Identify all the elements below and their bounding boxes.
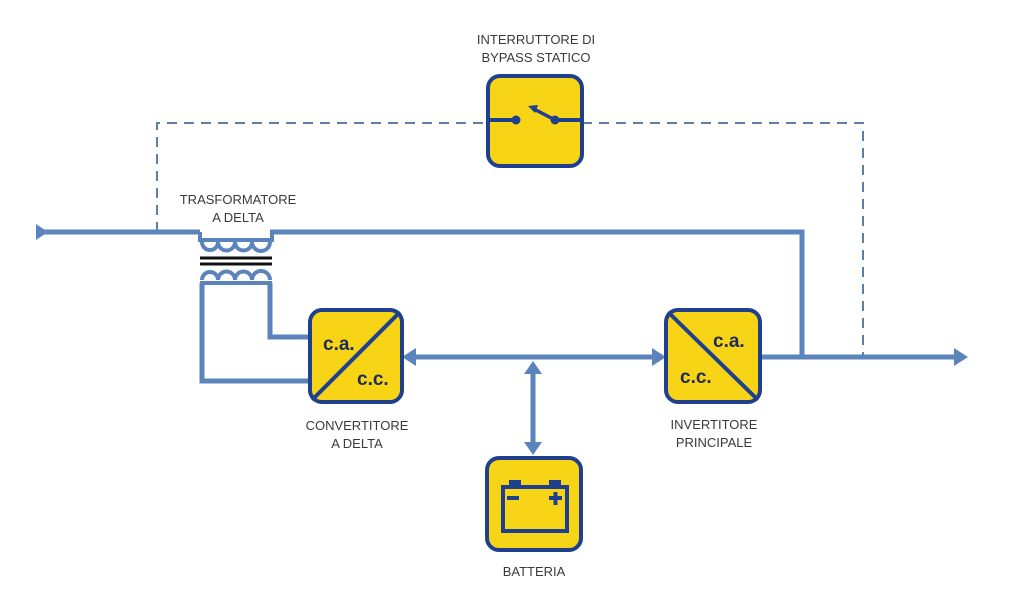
main-inverter-dc-text: c.c. xyxy=(680,367,712,388)
delta-converter-block: c.a. c.c. xyxy=(308,308,404,404)
transformer-primary-bar xyxy=(198,232,274,242)
output-arrow-icon xyxy=(954,348,968,366)
bypass-switch-label-1: INTERRUTTORE DI xyxy=(477,32,595,47)
delta-converter-label-1: CONVERTITORE xyxy=(306,418,409,433)
bypass-dashed-left xyxy=(156,122,490,232)
battery-block xyxy=(485,456,583,552)
transformer-label-1: TRASFORMATORE xyxy=(180,192,297,207)
transformer-to-converter-bottom xyxy=(199,283,310,384)
power-lines xyxy=(36,224,958,447)
bypass-switch-label-2: BYPASS STATICO xyxy=(481,50,590,65)
labels: INTERRUTTORE DI BYPASS STATICO TRASFORMA… xyxy=(180,32,758,579)
switch-left-contact xyxy=(511,115,521,125)
battery-icon xyxy=(501,480,569,533)
transformer-to-converter-top xyxy=(267,283,310,340)
delta-converter-label-2: A DELTA xyxy=(331,436,383,451)
input-arrow-icon xyxy=(36,224,48,240)
delta-converter-ac-text: c.a. xyxy=(323,334,355,355)
delta-converter-divider xyxy=(310,310,402,402)
battery-label: BATTERIA xyxy=(503,564,566,579)
bypass-path xyxy=(156,122,864,357)
battery-link-down-arrow-icon xyxy=(524,442,542,455)
main-inverter-label-2: PRINCIPALE xyxy=(676,435,753,450)
dc-bus-left-arrow-icon xyxy=(402,348,416,366)
delta-transformer xyxy=(198,232,274,285)
transformer-secondary-coil-icon xyxy=(200,269,272,281)
main-inverter-ac-text: c.a. xyxy=(713,331,745,352)
transformer-primary-coil-icon xyxy=(200,241,272,253)
transformer-label-2: A DELTA xyxy=(212,210,264,225)
main-inverter-block: c.a. c.c. xyxy=(664,308,762,404)
bypass-switch-block xyxy=(486,74,584,168)
switch-arrow-icon xyxy=(528,105,538,113)
secondary-line xyxy=(270,229,805,357)
main-inverter-divider xyxy=(666,310,760,402)
battery-link-up-arrow-icon xyxy=(524,361,542,374)
switch-blade xyxy=(533,107,556,122)
delta-converter-dc-text: c.c. xyxy=(357,369,389,390)
bypass-dashed-right xyxy=(582,122,864,357)
bypass-switch-box xyxy=(486,74,584,168)
arrowheads xyxy=(402,348,968,455)
dc-bus-right-arrow-icon xyxy=(652,348,666,366)
main-inverter-label-1: INVERTITORE xyxy=(671,417,758,432)
